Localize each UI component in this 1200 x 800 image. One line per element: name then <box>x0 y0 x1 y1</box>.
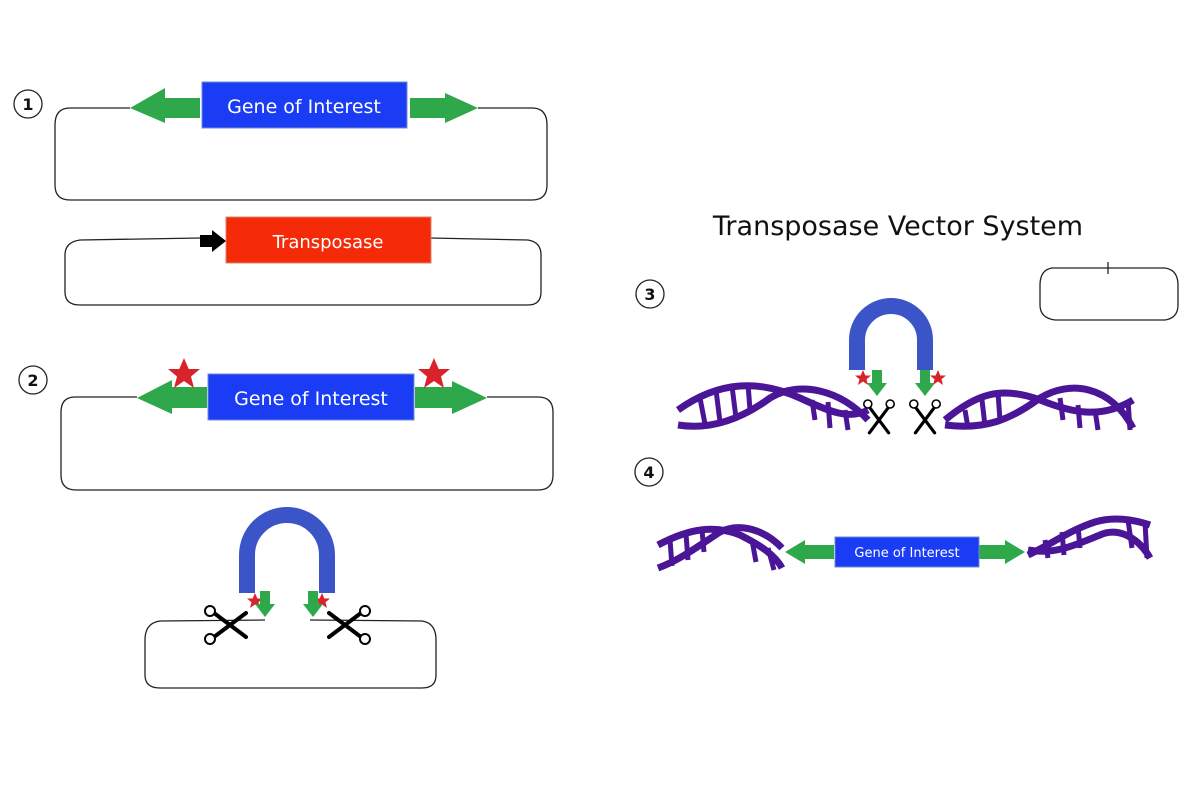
transposase-label: Transposase <box>272 232 384 253</box>
gene-plasmid <box>54 107 548 201</box>
diagram-title: Transposase Vector System <box>712 211 1083 242</box>
gene-of-interest-box-4 <box>834 536 980 568</box>
left-down-arrow-3 <box>867 370 887 396</box>
right-flank-arrow-4 <box>979 540 1025 564</box>
gene-of-interest-label-4: Gene of Interest <box>854 546 959 561</box>
gene-plasmid-2 <box>60 396 554 491</box>
right-dna-helix <box>942 384 1137 431</box>
right-dna-helix-4 <box>1026 515 1154 560</box>
right-flank-arrow-2 <box>415 381 487 414</box>
gene-of-interest-box <box>201 81 408 129</box>
left-flank-arrow <box>130 88 200 123</box>
right-scissors-icon-3 <box>908 398 942 435</box>
left-dna-helix <box>675 382 871 431</box>
right-down-arrow <box>303 591 323 617</box>
gene-of-interest-label: Gene of Interest <box>227 96 381 118</box>
gene-of-interest-box-2 <box>207 373 415 421</box>
right-binding-star-icon <box>418 358 450 388</box>
step-2-badge <box>18 365 48 395</box>
left-small-star-icon-3 <box>855 370 871 385</box>
right-flank-arrow <box>410 93 478 123</box>
step-1: 1 Gene of Interest Transposase <box>13 81 548 306</box>
transposase-plasmid <box>64 237 542 306</box>
step-1-badge <box>13 89 43 119</box>
step-4: 4 Gene of Interest <box>634 457 1154 572</box>
transposase-arc-3 <box>849 298 933 370</box>
step-2-number: 2 <box>27 371 38 390</box>
step-3: 3 <box>635 279 1137 435</box>
target-plasmid <box>144 619 437 689</box>
right-small-star-icon-3 <box>930 370 946 385</box>
step-3-badge <box>635 279 665 309</box>
left-binding-star-icon <box>168 358 200 388</box>
left-dna-helix-4 <box>656 524 786 572</box>
step-3-number: 3 <box>644 285 655 304</box>
promoter-arrow-icon <box>200 230 226 252</box>
step-4-badge <box>634 457 664 487</box>
transposase-box <box>225 216 432 264</box>
step-1-number: 1 <box>22 95 33 114</box>
gene-of-interest-label-2: Gene of Interest <box>234 388 388 410</box>
left-down-arrow <box>255 591 275 617</box>
right-scissors-icon <box>327 604 372 646</box>
right-down-arrow-3 <box>915 370 935 396</box>
left-scissors-icon <box>203 604 248 646</box>
transposase-arc <box>239 507 335 593</box>
step-4-number: 4 <box>643 463 654 482</box>
left-flank-arrow-4 <box>785 540 834 564</box>
step-2: 2 Gene of Interest <box>18 358 554 689</box>
small-plasmid <box>1039 267 1179 321</box>
left-flank-arrow-2 <box>137 380 207 414</box>
